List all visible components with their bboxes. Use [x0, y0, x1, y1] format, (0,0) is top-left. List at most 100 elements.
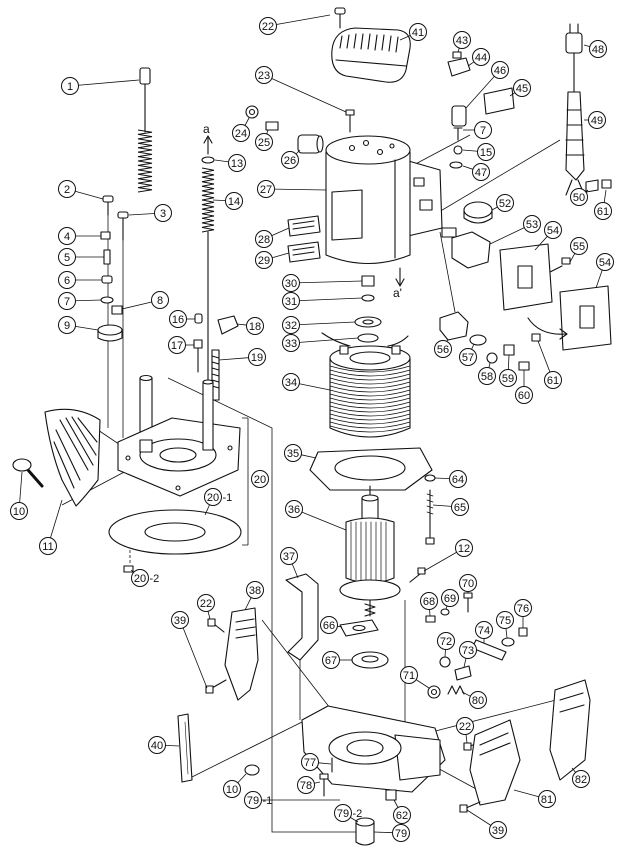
callout-58: 58	[478, 367, 496, 385]
part-74-plate	[471, 639, 507, 661]
leader-line	[465, 734, 468, 744]
part-6-screw	[101, 275, 113, 284]
part-19-threaded-rod	[211, 349, 220, 401]
callout-circle	[477, 143, 495, 161]
part-31-washer	[361, 294, 375, 302]
callout-64: 64	[449, 470, 467, 488]
callout-20-1: 20-1	[204, 488, 232, 506]
part-39-screw-left	[205, 679, 227, 694]
coil-winding-line	[329, 405, 411, 413]
callout-39: 39	[171, 611, 189, 629]
part-53-switch	[441, 227, 491, 269]
callout-number: 5	[64, 252, 70, 264]
callout-number: 79	[395, 828, 407, 840]
callout-23: 23	[255, 66, 273, 84]
callout-22: 22	[456, 717, 474, 735]
part-2-screw	[102, 195, 114, 216]
callout-number: 41	[412, 27, 424, 39]
part-55-screw	[549, 257, 571, 273]
leader-line	[489, 227, 525, 245]
leader-line	[130, 569, 134, 573]
callout-circle	[58, 248, 76, 266]
part-4-nut	[100, 231, 111, 240]
callout-number: 79	[337, 808, 349, 820]
leader-line	[337, 625, 343, 628]
callout-circle	[459, 641, 477, 659]
callout-31: 31	[282, 292, 300, 310]
part-22-screw-left	[207, 618, 225, 633]
callout-number: 72	[440, 636, 452, 648]
callout-circle	[154, 204, 172, 222]
callout-27: 27	[257, 180, 275, 198]
part-38-handle-left	[224, 607, 259, 701]
leader-line	[244, 117, 250, 126]
callout-number: 55	[573, 241, 585, 253]
callout-circle	[496, 611, 514, 629]
part-40-label	[177, 713, 193, 783]
callout-number: 18	[249, 321, 261, 333]
part-28-plate	[287, 215, 321, 237]
callout-circle	[284, 444, 302, 462]
callout-25: 25	[255, 133, 273, 151]
callout-number: 3	[160, 208, 166, 220]
callout-number: 39	[174, 615, 186, 627]
callout-57: 57	[459, 348, 477, 366]
callout-circle	[596, 253, 614, 271]
callout-number: 79	[247, 795, 259, 807]
callout-circle	[475, 621, 493, 639]
leader-line	[212, 199, 226, 201]
callout-number: 64	[452, 474, 464, 486]
callout-circle	[472, 163, 490, 181]
callout-number: 22	[262, 21, 274, 33]
leader-line	[75, 190, 104, 200]
callout-20: 20	[251, 470, 269, 488]
callout-number: 43	[456, 35, 468, 47]
callout-circle	[301, 753, 319, 771]
callout-number: 37	[283, 551, 295, 563]
callout-circle	[58, 227, 76, 245]
leader-line	[291, 563, 299, 579]
callout-circle	[544, 221, 562, 239]
callout-number: 58	[481, 371, 493, 383]
callout-number: 33	[285, 338, 297, 350]
leader-line	[505, 628, 508, 639]
part-82-handle-right	[549, 679, 591, 781]
callout-circle	[255, 230, 273, 248]
callout-circle	[244, 791, 262, 809]
leader-line	[583, 44, 590, 48]
callout-circle	[169, 310, 187, 328]
leader-line	[350, 817, 359, 823]
callout-number: 62	[396, 810, 408, 822]
callout-82: 82	[572, 770, 590, 788]
callout-number: 44	[475, 52, 487, 64]
callout-55: 55	[570, 237, 588, 255]
leader-line	[276, 14, 331, 25]
callout-17: 17	[168, 336, 186, 354]
callout-number: 13	[231, 158, 243, 170]
callout-60: 60	[515, 386, 533, 404]
callout-number: 46	[494, 65, 506, 77]
leader-line	[271, 78, 347, 113]
part-46-bushing	[451, 105, 467, 127]
callout-number: 59	[502, 373, 514, 385]
leader-line	[318, 762, 332, 765]
callout-2: 2	[58, 180, 76, 198]
callout-8: 8	[151, 291, 169, 309]
callout-circle	[248, 348, 266, 366]
callout-number: 14	[228, 196, 240, 208]
part-76-nut	[518, 627, 528, 637]
callout-circle	[392, 824, 410, 842]
callout-48: 48	[589, 40, 607, 58]
part-1-bolt	[139, 67, 151, 133]
callout-7: 7	[474, 121, 492, 139]
callout-circle	[513, 79, 531, 97]
leader-line	[462, 149, 478, 152]
callout-number: 45	[516, 83, 528, 95]
callout-number: 61	[547, 375, 559, 387]
coil-winding-line	[329, 409, 411, 417]
callout-number: 53	[526, 219, 538, 231]
callout-number: 70	[462, 578, 474, 590]
callout-number: 49	[591, 115, 603, 127]
callout-number: 7	[480, 125, 486, 137]
